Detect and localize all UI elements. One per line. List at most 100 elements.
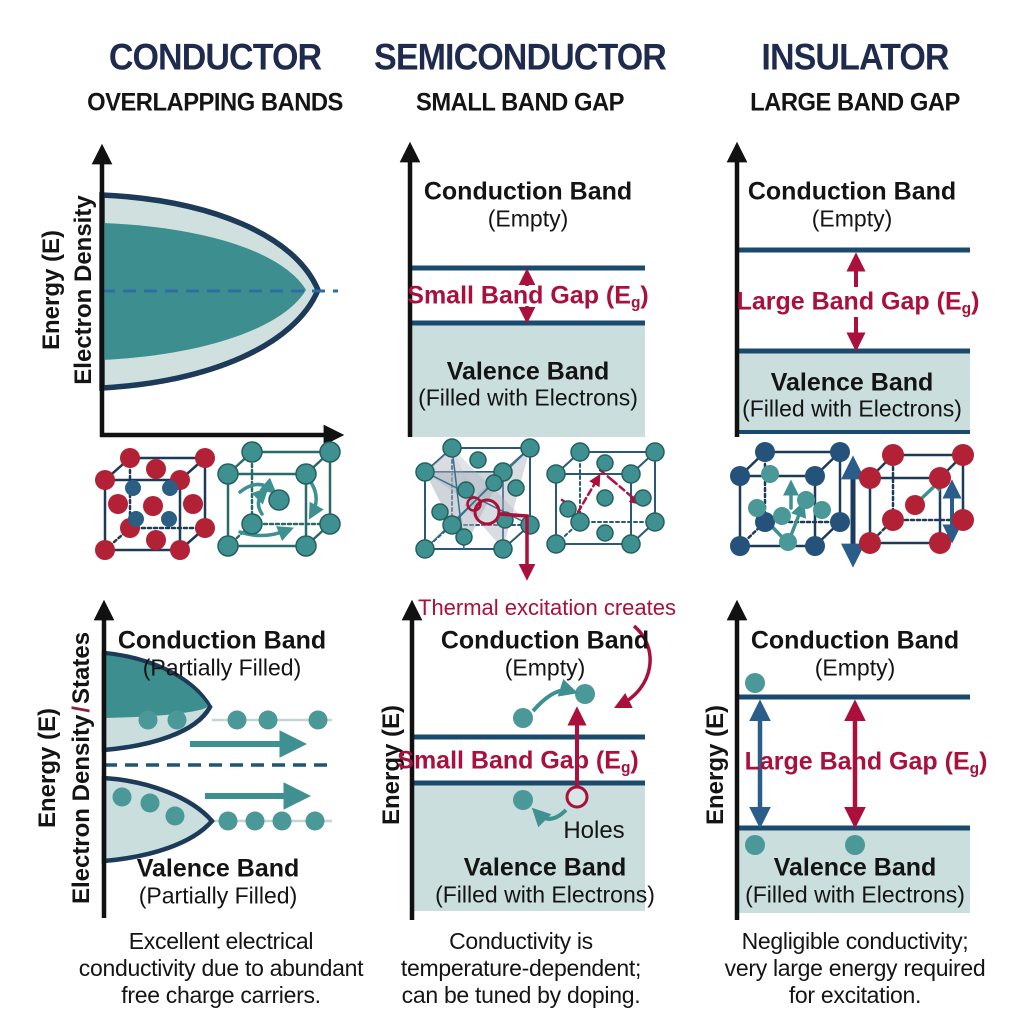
red-atoms (95, 448, 215, 560)
semiconductor-lattice-doped (546, 442, 665, 554)
hole-circle (565, 785, 589, 809)
column-subtitle-insulator: LARGE BAND GAP (750, 88, 960, 117)
hole-motion-arrow (531, 807, 568, 828)
teal-atoms (748, 465, 831, 551)
valence-band-label: Valence Band (773, 853, 937, 882)
conductor-top-chart (91, 143, 345, 446)
valence-band-state: (Filled with Electrons) (435, 881, 655, 908)
band-gap-label: Large Band Gap (Eg) (744, 747, 988, 778)
axis-label-electron-density: Electron Density (70, 195, 97, 385)
gap-subscript: g (961, 300, 972, 318)
column-subtitle-semiconductor: SMALL BAND GAP (416, 88, 624, 117)
conduction-band-state: (Empty) (811, 205, 893, 232)
axis-label-density-states: Electron Density/States (68, 631, 95, 905)
conduction-band-label: Conduction Band (747, 177, 957, 206)
valence-band-state: (Filled with Electrons) (742, 395, 962, 422)
conduction-band-state: (Partially Filled) (142, 654, 302, 681)
conductor-bottom-chart (93, 599, 335, 918)
holes-label: Holes (563, 817, 625, 844)
electron-dots-conduction (138, 710, 328, 730)
excited-electron-dot (575, 684, 595, 704)
valence-band-label: Valence Band (463, 853, 627, 882)
conduction-band-state: (Empty) (487, 205, 569, 232)
annotation-arrow (613, 624, 652, 709)
electron-dot-valence-2 (845, 835, 865, 855)
conduction-band-label: Conduction Band (117, 626, 327, 655)
electron-dots-valence (112, 787, 325, 831)
electron-dot-conduction (745, 673, 765, 693)
caption-line: temperature-dependent; (400, 955, 642, 981)
caption-line: Excellent electrical (128, 928, 314, 954)
insulator-lattice-right (859, 444, 974, 554)
caption-line: Conductivity is (449, 928, 593, 954)
valence-band-fill (412, 323, 645, 437)
axis-label-energy: Energy (E) (38, 229, 65, 351)
bond-highlight-circle (466, 496, 536, 581)
gap-text: Large Band Gap (E (744, 747, 970, 776)
gap-text: Small Band Gap (E (397, 746, 621, 775)
conduction-band-label: Conduction Band (423, 177, 633, 206)
axis-label-part: Electron Density (68, 714, 95, 905)
gap-text: Small Band Gap (E (407, 281, 631, 310)
valence-band-state: (Filled with Electrons) (418, 384, 638, 411)
conductor-lattice-metallic (217, 441, 341, 557)
electron-dot-valence (513, 790, 533, 810)
valence-band-label: Valence Band (136, 854, 300, 883)
gap-subscript: g (630, 294, 641, 312)
valence-band-label: Valence Band (770, 368, 934, 397)
insulator-bottom-chart (726, 599, 970, 920)
band-gap-label: Small Band Gap (Eg) (407, 281, 648, 312)
navy-atoms (125, 480, 178, 527)
conduction-band-label: Conduction Band (440, 626, 650, 655)
column-subtitle-conductor: OVERLAPPING BANDS (87, 88, 343, 117)
caption-line: Negligible conductivity; (741, 928, 969, 954)
axis-label-part: States (68, 631, 95, 704)
conductor-lattice-ionic (95, 448, 215, 560)
gap-subscript: g (620, 759, 631, 777)
caption-line: for excitation. (788, 982, 922, 1008)
column-title-insulator: INSULATOR (761, 36, 949, 78)
gap-close: ) (971, 287, 980, 316)
caption-line: free charge carriers. (121, 982, 321, 1008)
column-title-conductor: CONDUCTOR (108, 36, 322, 78)
valence-band-state: (Filled with Electrons) (745, 881, 965, 908)
axis-label-slash: / (68, 705, 95, 713)
teal-atoms (415, 438, 540, 559)
conduction-band-state: (Empty) (504, 654, 586, 681)
semiconductor-bottom-chart (401, 599, 652, 920)
teal-atoms (546, 442, 665, 554)
band-gap-label: Large Band Gap (Eg) (736, 287, 980, 318)
semiconductor-top-chart (399, 141, 645, 437)
gap-subscript: g (969, 760, 980, 778)
gap-close: ) (630, 746, 639, 775)
caption-conductor: Excellent electrical conductivity due to… (61, 928, 381, 1009)
insulator-lattice-left (730, 442, 850, 556)
caption-line: very large energy required (724, 955, 986, 981)
caption-line: can be tuned by doping. (401, 982, 641, 1008)
thermal-excitation-annotation: Thermal excitation creates (418, 595, 676, 620)
teal-atoms (217, 441, 341, 557)
gap-text: Large Band Gap (E (736, 287, 962, 316)
caption-line: conductivity due to abundant (78, 955, 364, 981)
pointer-to-annotation (497, 512, 536, 581)
valence-band-label: Valence Band (446, 357, 610, 386)
conduction-band-state: (Empty) (814, 654, 896, 681)
valence-band-fill (739, 351, 970, 431)
semiconductor-lattice-diamond (415, 438, 540, 581)
valence-band-state: (Partially Filled) (138, 882, 298, 909)
axis-label-energy: Energy (E) (702, 704, 729, 826)
gap-close: ) (979, 747, 988, 776)
electron-dot (513, 708, 533, 728)
caption-insulator: Negligible conductivity; very large ener… (690, 928, 1020, 1009)
conduction-band-label: Conduction Band (750, 626, 960, 655)
electron-dot-valence-1 (745, 835, 765, 855)
column-title-semiconductor: SEMICONDUCTOR (374, 36, 667, 78)
axis-label-energy: Energy (E) (34, 707, 61, 829)
insulator-top-chart (726, 141, 970, 437)
band-gap-label: Small Band Gap (Eg) (397, 746, 639, 777)
electron-jump-arrow (531, 678, 579, 713)
red-atoms (859, 444, 974, 554)
caption-semiconductor: Conductivity is temperature-dependent; c… (361, 928, 681, 1009)
